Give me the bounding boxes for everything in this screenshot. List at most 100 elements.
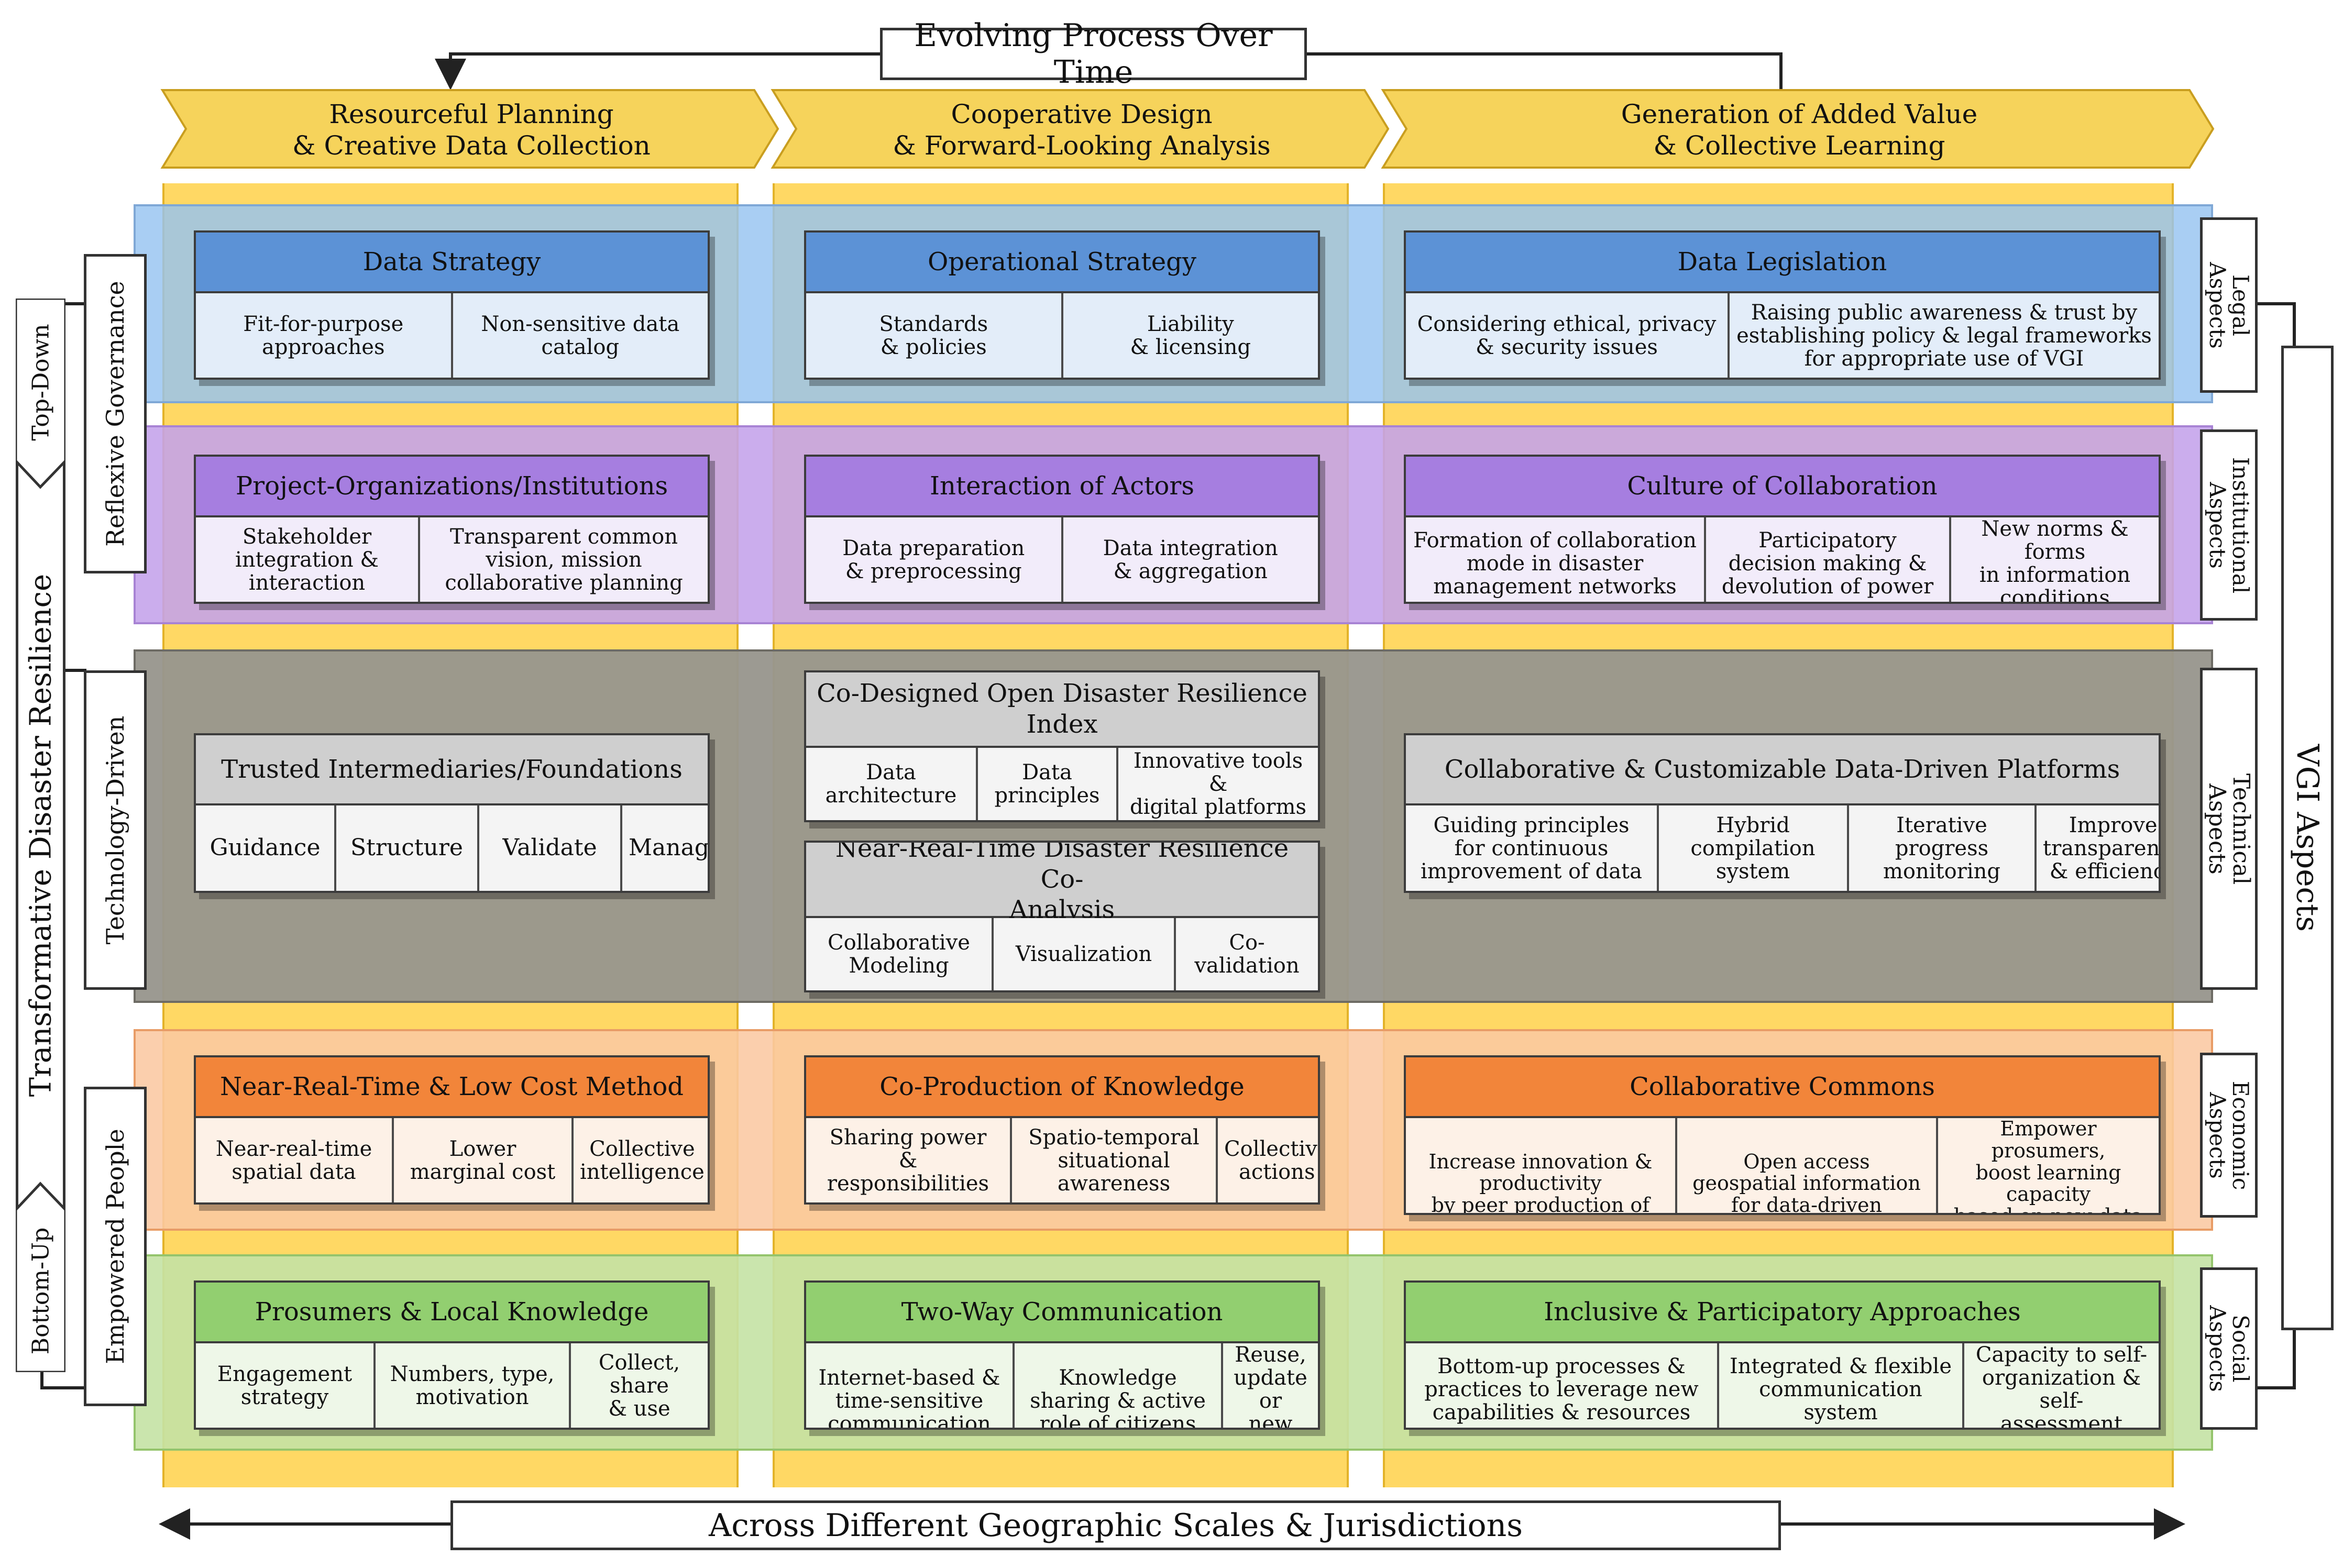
aspect-institutional: Institutional Aspects (2200, 429, 2258, 621)
bottom-up-arrow (16, 1181, 65, 1372)
card-title: Operational Strategy (806, 233, 1318, 293)
top-down-arrow (16, 299, 65, 489)
card-low-cost-method: Near-Real-Time & Low Cost Method Near-re… (194, 1055, 710, 1205)
card-trusted-intermediaries: Trusted Intermediaries/Foundations Guida… (194, 733, 710, 893)
card-item: Capacity to self- organization & self- a… (1975, 1343, 2148, 1430)
card-title: Trusted Intermediaries/Foundations (196, 735, 708, 805)
card-item: Increase innovation & productivity by pe… (1406, 1118, 1677, 1213)
card-item: Considering ethical, privacy & security … (1406, 293, 1730, 378)
top-down-label-wrap: Top-Down (16, 299, 65, 466)
card-item: Collaborative Modeling (806, 918, 994, 990)
card-item: Co-validation (1194, 931, 1300, 978)
aspect-technical: Technical Aspects (2200, 668, 2258, 990)
card-title: Co-Production of Knowledge (806, 1057, 1318, 1118)
card-item: Reuse, update or new data (1234, 1343, 1307, 1430)
card-title: Near-Real-Time & Low Cost Method (196, 1057, 708, 1118)
card-two-way-communication: Two-Way Communication Internet-based & t… (804, 1280, 1320, 1430)
card-item: Hybrid compilation system (1659, 805, 1849, 891)
aspect-social: Social Aspects (2200, 1267, 2258, 1430)
card-item: Collect, share & use (598, 1350, 680, 1421)
card-item: Improve transparency & efficiency (2043, 813, 2160, 884)
card-item: Near-real-time spatial data (196, 1118, 394, 1202)
card-item: Data integration & aggregation (1103, 536, 1278, 583)
card-interaction-of-actors: Interaction of Actors Data preparation &… (804, 455, 1320, 604)
card-item: New norms & forms in information conditi… (1979, 517, 2131, 604)
card-item: Open access geospatial information for d… (1677, 1118, 1938, 1213)
card-item: Participatory decision making & devoluti… (1706, 517, 1951, 602)
column-header-3: Generation of Added Value & Collective L… (1621, 98, 1978, 161)
column-header-arrow-3 (1381, 89, 2215, 169)
card-co-designed-index: Co-Designed Open Disaster Resilience Ind… (804, 670, 1320, 822)
card-item: Non-sensitive data catalog (481, 312, 680, 359)
card-title: Culture of Collaboration (1406, 457, 2159, 517)
column-header-arrow-2 (771, 89, 1390, 169)
card-item: Guiding principles for continuous improv… (1406, 805, 1659, 891)
card-inclusive-approaches: Inclusive & Participatory Approaches Bot… (1404, 1280, 2161, 1430)
card-title: Co-Designed Open Disaster Resilience Ind… (806, 672, 1318, 748)
card-co-production: Co-Production of Knowledge Sharing power… (804, 1055, 1320, 1205)
scales-label: Across Different Geographic Scales & Jur… (450, 1500, 1781, 1550)
card-collaborative-platforms: Collaborative & Customizable Data-Driven… (1404, 733, 2161, 893)
governance-reflexive: Reflexive Governance (84, 254, 147, 573)
card-item: Spatio-temporal situational awareness (1012, 1118, 1218, 1202)
card-item: Integrated & flexible communication syst… (1719, 1343, 1964, 1428)
bottom-up-label-wrap: Bottom-Up (16, 1210, 65, 1372)
direction-arrows (16, 299, 65, 1372)
card-item: Raising public awareness & trust by esta… (1736, 300, 2152, 371)
card-item: Data architecture (806, 748, 978, 820)
card-item: Liability & licensing (1130, 312, 1251, 359)
card-item: Engagement strategy (196, 1343, 376, 1428)
governance-technology: Technology-Driven (84, 670, 147, 990)
card-item: Iterative progress monitoring (1849, 805, 2037, 891)
card-data-strategy: Data Strategy Fit-for-purpose approaches… (194, 230, 710, 380)
bottom-up-label: Bottom-Up (27, 1227, 54, 1355)
card-item: Stakeholder integration & interaction (196, 517, 420, 602)
card-item: Visualization (994, 918, 1176, 990)
card-item: Numbers, type, motivation (376, 1343, 571, 1428)
card-title: Inclusive & Participatory Approaches (1406, 1283, 2159, 1343)
card-title: Collaborative & Customizable Data-Driven… (1406, 735, 2159, 805)
aspect-legal: Legal Aspects (2200, 217, 2258, 393)
card-prosumers: Prosumers & Local Knowledge Engagement s… (194, 1280, 710, 1430)
card-title: Project-Organizations/Institutions (196, 457, 708, 517)
card-item: Validate (479, 805, 622, 891)
card-title: Collaborative Commons (1406, 1057, 2159, 1118)
column-header-arrow-1 (160, 89, 779, 169)
card-item: Data principles (978, 748, 1118, 820)
card-title: Prosumers & Local Knowledge (196, 1283, 708, 1343)
card-item: Knowledge sharing & active role of citiz… (1015, 1343, 1223, 1428)
card-item: Internet-based & time-sensitive communic… (806, 1343, 1015, 1428)
card-item: Empower prosumers, boost learning capaci… (1954, 1117, 2143, 1213)
card-item: Structure (336, 805, 479, 891)
right-axis-title: VGI Aspects (2290, 744, 2326, 932)
card-project-organizations: Project-Organizations/Institutions Stake… (194, 455, 710, 604)
card-near-real-time-analysis: Near-Real-Time Disaster Resilience Co- A… (804, 841, 1320, 992)
governance-empowered: Empowered People (84, 1087, 147, 1406)
card-item: Standards & policies (806, 293, 1063, 378)
right-axis-box: VGI Aspects (2281, 346, 2334, 1330)
card-item: Guidance (196, 805, 336, 891)
card-item: Innovative tools & digital platforms (1129, 749, 1306, 819)
card-data-legislation: Data Legislation Considering ethical, pr… (1404, 230, 2161, 380)
card-item: Fit-for-purpose approaches (196, 293, 453, 378)
column-header-1: Resourceful Planning & Creative Data Col… (292, 98, 651, 161)
card-title: Data Strategy (196, 233, 708, 293)
card-item: Collective intelligence (580, 1136, 705, 1184)
card-title: Near-Real-Time Disaster Resilience Co- A… (806, 843, 1318, 924)
column-header-2: Cooperative Design & Forward-Looking Ana… (893, 98, 1271, 161)
card-item: Transparent common vision, mission colla… (445, 524, 683, 595)
card-culture-of-collaboration: Culture of Collaboration Formation of co… (1404, 455, 2161, 604)
card-item: Lower marginal cost (394, 1118, 574, 1202)
card-operational-strategy: Operational Strategy Standards & policie… (804, 230, 1320, 380)
card-item: Manage (629, 834, 710, 862)
top-down-label: Top-Down (27, 324, 54, 441)
card-item: Collective actions (1224, 1136, 1320, 1184)
card-item: Data preparation & preprocessing (806, 517, 1063, 602)
card-title: Interaction of Actors (806, 457, 1318, 517)
card-collaborative-commons: Collaborative Commons Increase innovatio… (1404, 1055, 2161, 1215)
aspect-economic: Economic Aspects (2200, 1053, 2258, 1218)
card-title: Data Legislation (1406, 233, 2159, 293)
column-headers (160, 89, 2215, 169)
card-item: Formation of collaboration mode in disas… (1406, 517, 1706, 602)
